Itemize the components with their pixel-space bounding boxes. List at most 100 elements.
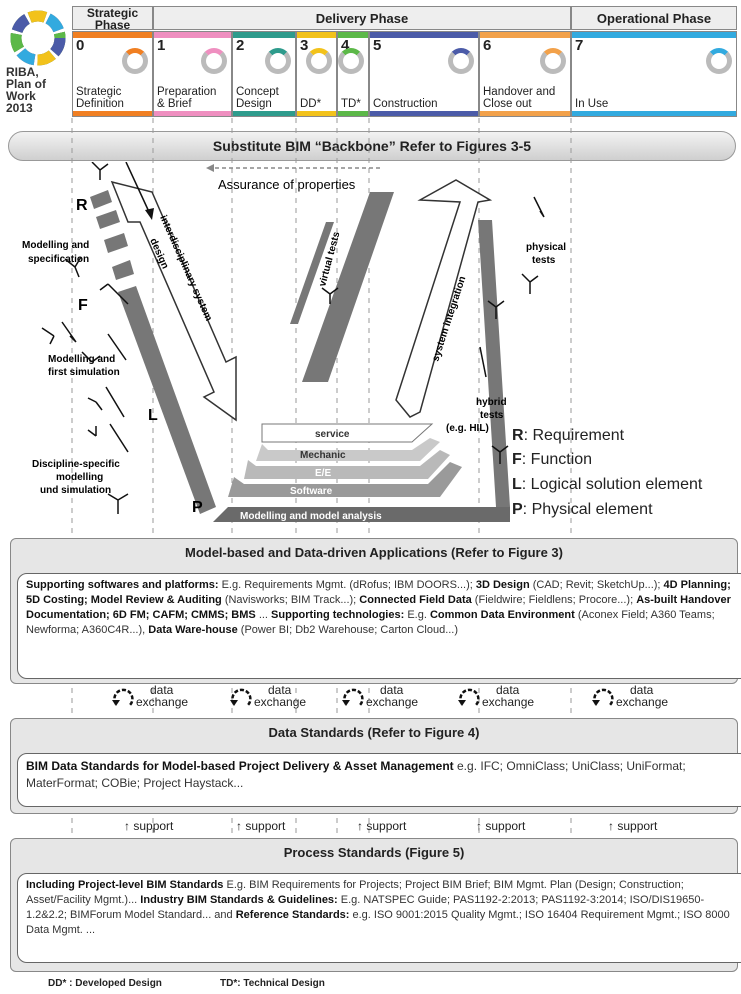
stage-color-bar <box>73 32 152 38</box>
stage-label-2: Close out <box>483 98 532 110</box>
exchange-label-1: data <box>268 683 292 697</box>
apps-text-2: (CAD; Revit; SketchUp...); <box>529 579 664 591</box>
software-label: Software <box>290 486 333 497</box>
legend-key: F <box>512 451 522 468</box>
stage-number: 5 <box>373 37 382 54</box>
sensor-mark <box>64 256 82 278</box>
virtual-tests-bar-2 <box>290 222 334 324</box>
exchange-cycle-icon <box>230 688 252 706</box>
apps-bold-5: As-built Handover Documentation; 6D FM; … <box>26 594 731 621</box>
modelling-analysis-band <box>213 507 510 522</box>
ee-band <box>244 450 450 479</box>
sensor-mark <box>87 397 103 411</box>
strategic-phase-header: Strategic Phase <box>72 6 153 31</box>
stage-number: 7 <box>575 37 584 54</box>
level-F: F <box>78 297 88 314</box>
discipline-label-2: modelling <box>56 472 103 483</box>
right-band <box>478 220 510 507</box>
stage-number: 2 <box>236 37 245 54</box>
mechanic-label: Mechanic <box>300 450 346 461</box>
sensor-mark <box>105 386 125 418</box>
exchange-label-2: exchange <box>482 695 535 709</box>
legend-key: R <box>512 427 524 444</box>
apps-text-6: E.g. <box>404 609 430 621</box>
first-sim-label-2: first simulation <box>48 367 120 378</box>
apps-text-5: ... <box>255 609 272 621</box>
support-label: support <box>133 819 174 833</box>
process-text-2: E.g. NATSPEC Guide; PAS1192-2:2013; PAS1… <box>26 894 705 921</box>
sensor-mark <box>81 351 101 363</box>
stage-cycle-icon <box>265 48 291 74</box>
up-arrow-icon: ↑ <box>124 819 130 833</box>
operational-phase-header: Operational Phase <box>571 6 737 30</box>
ee-label: E/E <box>315 468 331 479</box>
assurance-arrowhead <box>206 164 214 172</box>
process-bold-2: Industry BIM Standards & Guidelines: <box>140 894 338 906</box>
legend-item: P: Physical element <box>512 501 653 519</box>
stage-color-bar-bottom <box>480 111 570 116</box>
riba-line3: Work <box>6 89 36 103</box>
support-label: support <box>617 819 658 833</box>
stage-color-bar-bottom <box>233 111 295 116</box>
riba-text: RIBA, Plan of Work 2013 <box>6 66 46 114</box>
data-standards-content: BIM Data Standards for Model-based Proje… <box>17 753 741 807</box>
stage-label: Preparation& Brief <box>157 86 216 110</box>
left-band-4 <box>112 260 134 280</box>
bim-backbone-bar: Substitute BIM “Backbone” Refer to Figur… <box>8 131 736 161</box>
apps-bold-8: Data Ware-house <box>148 624 238 636</box>
up-arrow-icon: ↑ <box>608 819 614 833</box>
level-L: L <box>148 407 158 424</box>
level-R: R <box>76 197 88 214</box>
stage-label-1: Construction <box>373 98 438 110</box>
apps-text-4: (Fieldwire; Fieldlens; Procore...); <box>471 594 637 606</box>
v-model-diagram: Modelling and model analysis Software E/… <box>22 162 566 522</box>
first-sim-label-1: Modelling and <box>48 354 115 365</box>
process-standards-title: Process Standards (Figure 5) <box>283 845 465 860</box>
sensor-mark <box>99 283 129 305</box>
sensor-mark <box>479 346 487 378</box>
riba-line1: RIBA, <box>6 65 39 79</box>
apps-bold-2: 3D Design <box>475 579 530 591</box>
legend-key: L <box>512 476 522 493</box>
stage-label-2: Design <box>236 98 272 110</box>
apps-bold-3: 4D Planning; 5D Costing; Model Review & … <box>26 579 731 606</box>
process-bold-3: Reference Standards: <box>235 909 350 921</box>
apps-bold-4: Connected Field Data <box>359 594 472 606</box>
data-standards-title: Data Standards (Refer to Figure 4) <box>268 725 480 740</box>
support-label: support <box>485 819 526 833</box>
stage-color-bar-bottom <box>370 111 478 116</box>
exchange-label-2: exchange <box>366 695 419 709</box>
apps-bold-6: Supporting technologies: <box>271 609 405 621</box>
modelling-analysis-label: Modelling and model analysis <box>240 511 382 522</box>
sensor-mark <box>321 287 339 304</box>
riba-logo: RIBA, Plan of Work 2013 <box>6 6 68 118</box>
stage-cycle-icon <box>540 48 566 74</box>
stage-color-bar-bottom <box>297 111 336 116</box>
stage-label: DD* <box>300 98 321 110</box>
stage-color-bar <box>572 32 736 38</box>
stage-label: TD* <box>341 98 361 110</box>
process-standards-content: Including Project-level BIM Standards E.… <box>17 873 741 963</box>
hybrid-tests-label-2: tests <box>480 410 504 421</box>
exchange-label-2: exchange <box>254 695 307 709</box>
system-integration-arrow <box>395 179 493 418</box>
sensor-mark <box>91 162 109 180</box>
up-arrow-icon: ↑ <box>236 819 242 833</box>
assurance-label: Assurance of properties <box>218 177 356 192</box>
delivery-phase-header: Delivery Phase <box>153 6 571 30</box>
stage-color-bar <box>480 32 570 38</box>
modelling-spec-label-2: specification <box>28 254 89 265</box>
exchange-label-1: data <box>380 683 404 697</box>
stage-label: In Use <box>575 98 608 110</box>
stage-number: 4 <box>341 37 350 54</box>
sensor-mark <box>491 445 509 464</box>
data-standards-panel: Data Standards (Refer to Figure 4) BIM D… <box>10 718 741 814</box>
left-band-3 <box>104 233 128 253</box>
support-marker: ↑ support <box>476 819 525 833</box>
